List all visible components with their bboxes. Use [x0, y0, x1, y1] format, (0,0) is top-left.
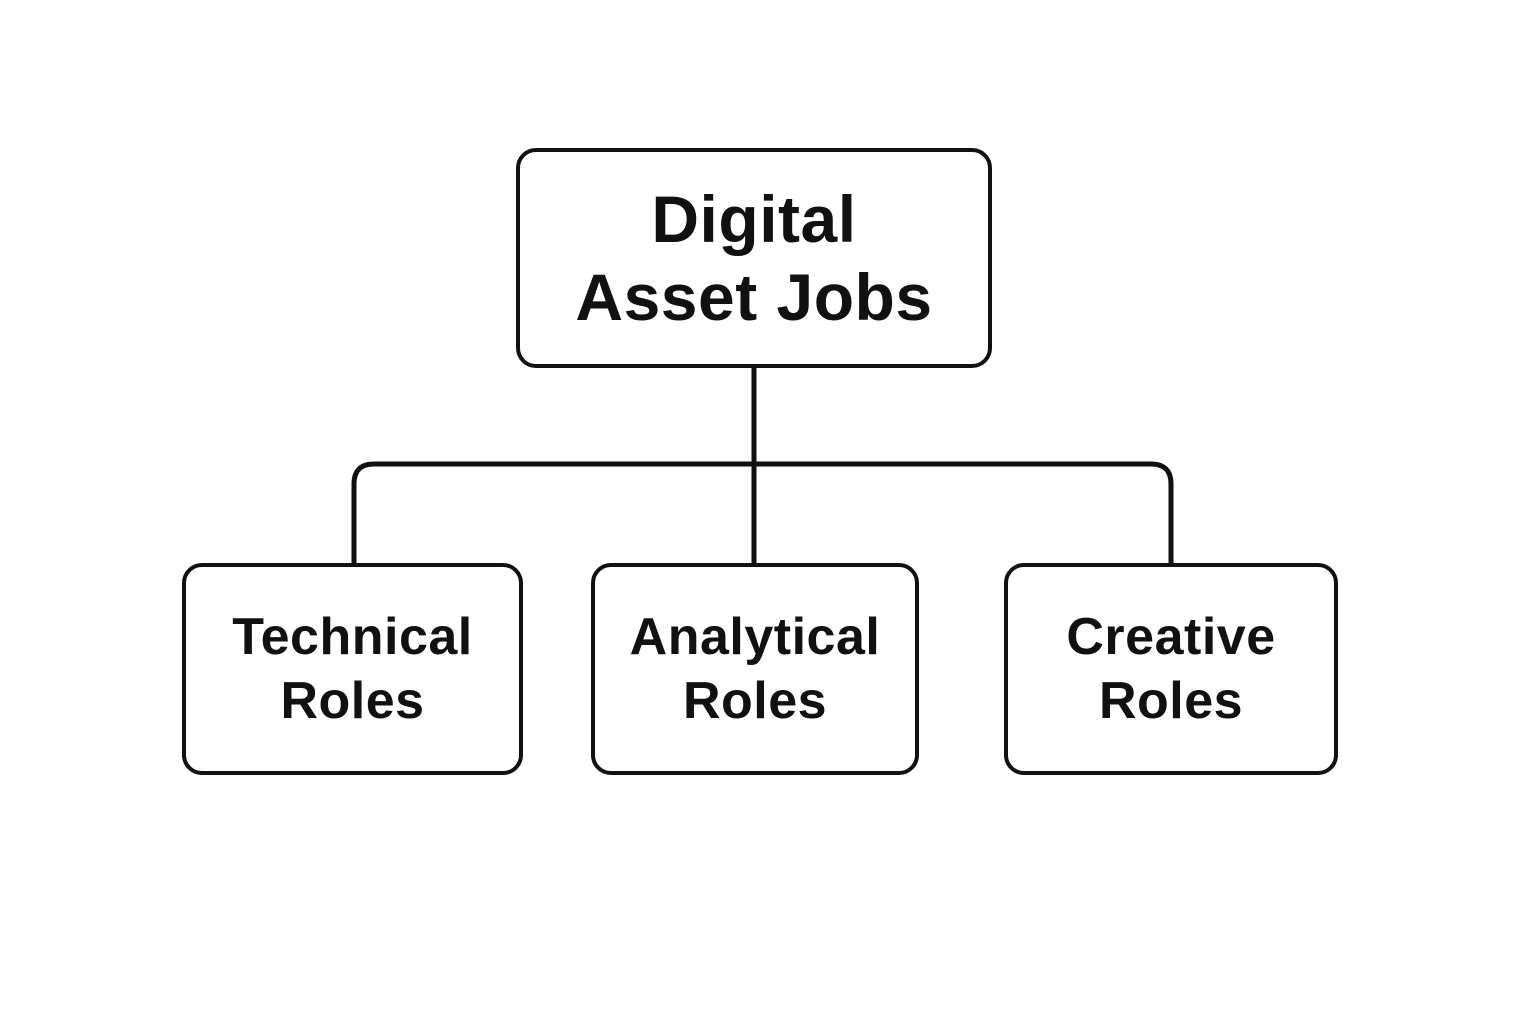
child-node-label: Analytical Roles	[630, 605, 881, 733]
child-node-label-line-1: Creative	[1066, 608, 1276, 666]
root-node-label-line-1: Digital	[651, 182, 857, 256]
child-node-label-line-2: Roles	[280, 672, 425, 730]
child-node-label-line-1: Technical	[232, 608, 473, 666]
child-node-label-line-2: Roles	[682, 672, 828, 730]
connector-branch-bar	[351, 461, 1174, 565]
child-node-label-line-1: Analytical	[629, 608, 881, 666]
root-node-digital-asset-jobs: Digital Asset Jobs	[516, 148, 992, 368]
child-node-analytical-roles: Analytical Roles	[591, 563, 919, 775]
child-node-creative-roles: Creative Roles	[1004, 563, 1338, 775]
child-node-technical-roles: Technical Roles	[182, 563, 523, 775]
child-node-label: Technical Roles	[232, 605, 473, 733]
child-node-label: Creative Roles	[1066, 605, 1275, 733]
root-node-label-line-2: Asset Jobs	[575, 260, 933, 334]
child-node-label-line-2: Roles	[1098, 672, 1244, 730]
root-node-label: Digital Asset Jobs	[575, 180, 932, 336]
